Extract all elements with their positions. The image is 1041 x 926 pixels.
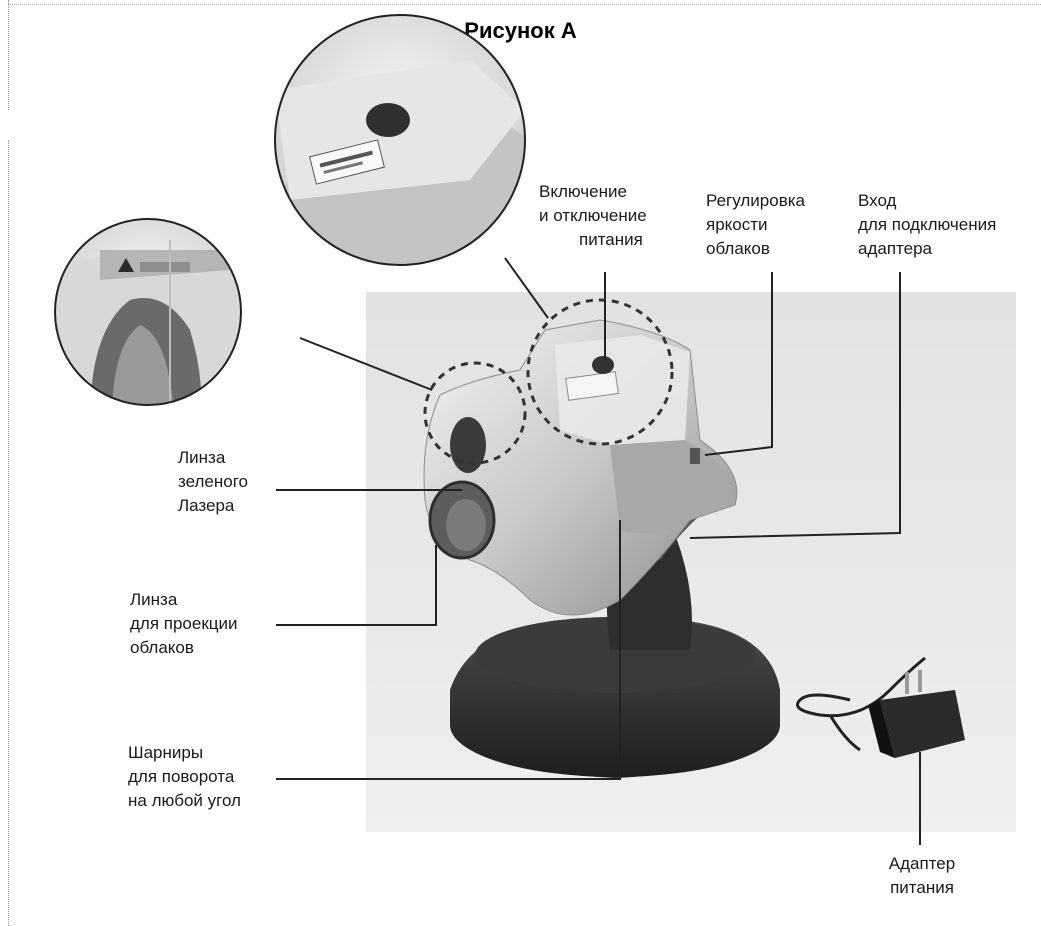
zoom-circle-power [275,15,530,280]
label-hinges: Шарниры для поворота на любой угол [128,741,241,813]
label-cloud-lens: Линза для проекции облаков [130,588,238,660]
label-brightness: Регулировка яркости облаков [706,189,805,261]
power-button [592,356,614,374]
cloud-lens-inner [446,499,486,551]
laser-lens [450,417,486,473]
label-power-adapter: Адаптер питания [872,852,972,900]
label-adapter-input: Вход для подключения адаптера [858,189,996,261]
adapter-port [690,448,700,464]
zoom-circle-laser [55,219,241,420]
label-power-switch: Включение и отключение питания [539,180,647,252]
label-laser-lens: Линза зеленого Лазера [178,446,248,518]
